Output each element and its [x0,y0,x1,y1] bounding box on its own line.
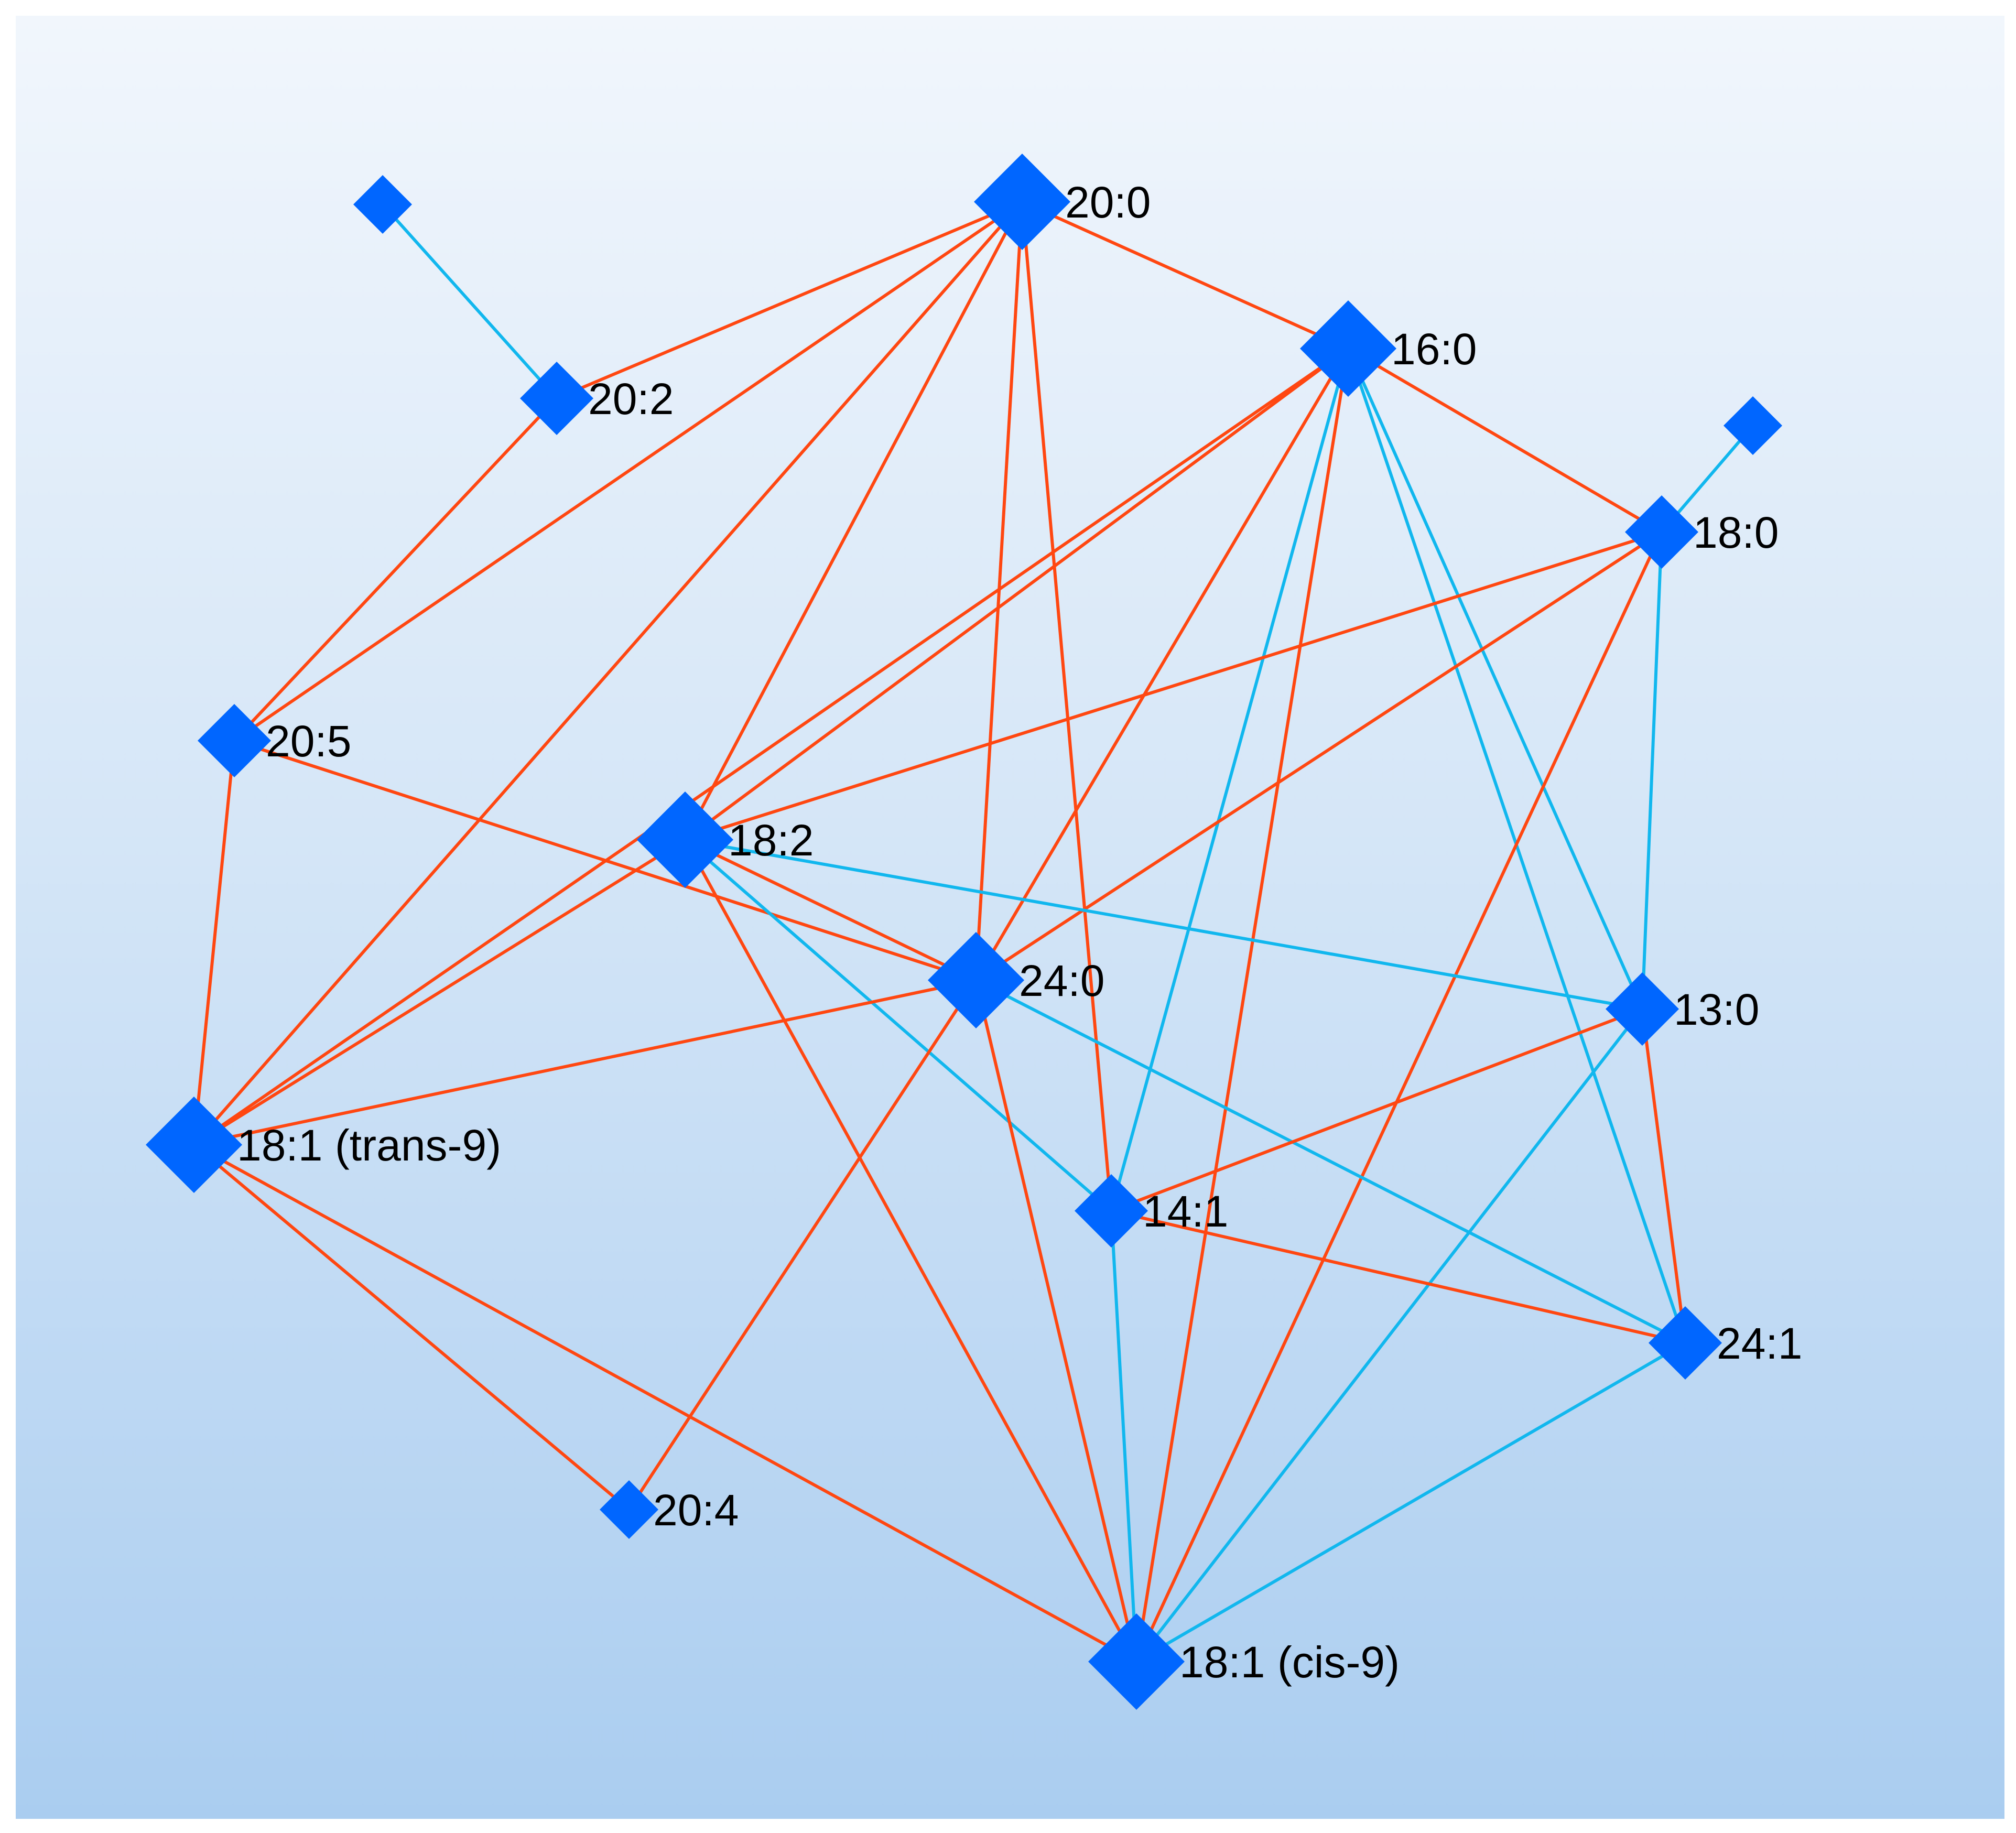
node-diamond-n181t [146,1097,242,1193]
edge-n160-n181t [193,347,1349,1146]
edge-n240-n241 [975,979,1686,1344]
node-diamond-n141 [1075,1174,1148,1248]
edge-n141-n181c [1110,1210,1138,1662]
edge-n200-n205 [233,200,1023,742]
edge-n200-n141 [1021,201,1113,1211]
node-label-n130: 13:0 [1674,985,1760,1034]
node-diamond-n182 [637,791,733,888]
node-diamond-n205 [198,704,271,777]
node-diamond-n180 [1625,495,1698,569]
node-diamond-n240 [928,932,1024,1028]
edge-n182-n240 [684,838,977,982]
node-label-n181t: 18:1 (trans-9) [237,1121,501,1170]
edge-n205-n181t [192,740,236,1145]
node-label-n241: 24:1 [1717,1319,1803,1368]
node-diamond-n160 [1300,300,1396,397]
edge-n180-n130 [1641,532,1663,1010]
node-label-n181c: 18:1 (cis-9) [1179,1637,1400,1687]
edge-u1-n202 [381,203,558,400]
node-label-n180: 18:0 [1693,508,1779,557]
edge-n160-n180 [1347,347,1663,534]
edge-n200-n182 [684,201,1024,841]
node-label-n240: 24:0 [1019,956,1105,1005]
edges-layer [192,200,1754,1663]
node-label-n160: 16:0 [1391,324,1477,374]
edge-n240-n204 [627,979,978,1511]
edge-n180-n240 [975,530,1663,982]
node-label-n202: 20:2 [588,374,674,424]
node-diamond-n204 [600,1480,658,1539]
nodes-layer: 20:0 16:0 20:2 18:0 20:5 18:2 24:0 13:0 18:1 (tr… [146,154,1803,1710]
node-diamond-u1 [353,175,412,234]
edge-n182-n181t [193,838,686,1146]
edge-n180-n181c [1135,531,1663,1663]
edge-n160-n141 [1110,348,1350,1211]
node-label-n204: 20:4 [653,1485,739,1535]
edge-n180-n182 [685,530,1662,841]
node-diamond-n130 [1606,972,1679,1046]
network-graph-svg: 20:0 16:0 20:2 18:0 20:5 18:2 24:0 13:0 18:1 (tr… [146,154,1803,1710]
edge-n160-n181c [1135,348,1350,1662]
node-label-n200: 20:0 [1065,178,1151,227]
edge-n182-n130 [685,838,1643,1011]
edge-n240-n181c [974,980,1138,1662]
node-label-n141: 14:1 [1143,1187,1229,1236]
edge-n141-n241 [1111,1209,1686,1344]
edge-n181t-n204 [193,1143,630,1511]
node-diamond-u2 [1724,396,1782,455]
edge-n241-n181c [1135,1341,1686,1663]
network-diagram: 20:0 16:0 20:2 18:0 20:5 18:2 24:0 13:0 18:1 (tr… [16,16,2004,1819]
edge-n160-n240 [974,348,1350,981]
edge-n130-n141 [1110,1007,1643,1212]
edge-n130-n241 [1641,1008,1687,1343]
edge-n200-n160 [1021,200,1349,350]
node-diamond-n202 [520,362,593,435]
edge-n182-n181c [684,839,1138,1663]
node-diamond-n200 [974,154,1070,250]
node-label-n182: 18:2 [728,816,814,865]
edge-n181t-n181c [193,1143,1137,1663]
node-label-n205: 20:5 [266,717,352,766]
edge-n182-n141 [684,838,1112,1212]
edge-n160-n130 [1347,348,1644,1010]
edge-n202-n205 [233,397,558,742]
edge-n200-n202 [556,200,1023,400]
edge-n160-n182 [684,347,1349,841]
node-diamond-n241 [1649,1306,1722,1380]
edge-n240-n181t [193,979,977,1146]
node-diamond-n181c [1088,1613,1185,1710]
edge-n130-n181c [1135,1008,1644,1663]
edge-n200-n181t [192,201,1024,1146]
